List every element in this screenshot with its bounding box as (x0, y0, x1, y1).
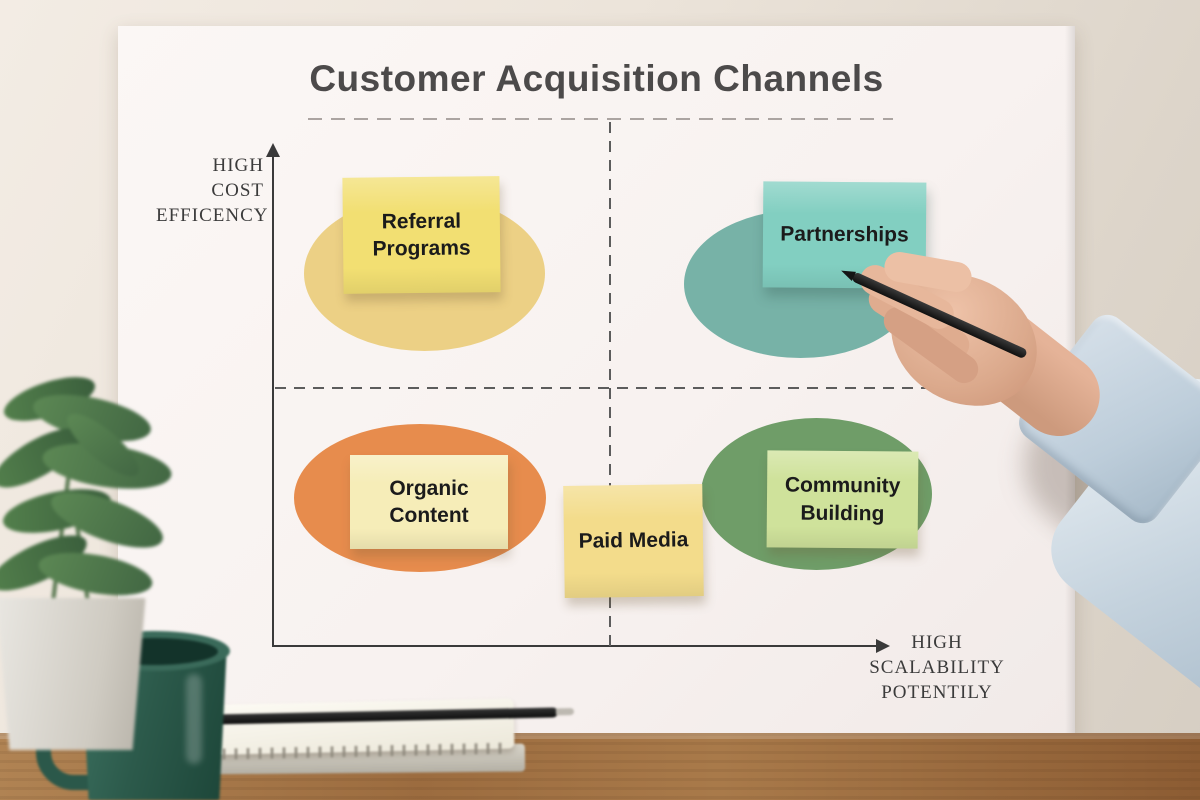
note-label: Organic Content (389, 476, 469, 527)
horizontal-divider-dashed (275, 387, 1062, 389)
potted-plant (0, 368, 200, 800)
x-axis-arrow-icon (876, 639, 890, 653)
y-axis-line (272, 156, 274, 647)
sticky-note-organic-content: Organic Content (350, 455, 508, 549)
x-axis-line (272, 645, 878, 647)
y-axis-label: HIGH COST EFFICENCY (156, 155, 269, 227)
quadrant-poster-board: Customer Acquisition Channels HIGH COST … (118, 26, 1075, 742)
title-underline-dashes (308, 118, 893, 120)
page-title: Customer Acquisition Channels (309, 58, 884, 99)
y-axis-arrow-icon (266, 143, 280, 157)
sticky-note-community-building: Community Building (766, 450, 919, 549)
sticky-note-paid-media: Paid Media (563, 484, 704, 598)
note-label: Paid Media (578, 528, 689, 554)
x-axis-label: HIGH SCALABILITY POTENTILY (869, 632, 1005, 704)
note-label: Partnerships (780, 222, 909, 247)
sticky-note-referral-programs: Referral Programs (342, 176, 501, 294)
plant-pot (0, 598, 146, 750)
sticky-note-partnerships: Partnerships (762, 181, 927, 289)
vertical-divider-dashed (609, 122, 611, 647)
note-label: Referral Programs (372, 209, 471, 261)
notebook (181, 698, 515, 756)
note-label: Community Building (784, 473, 901, 525)
